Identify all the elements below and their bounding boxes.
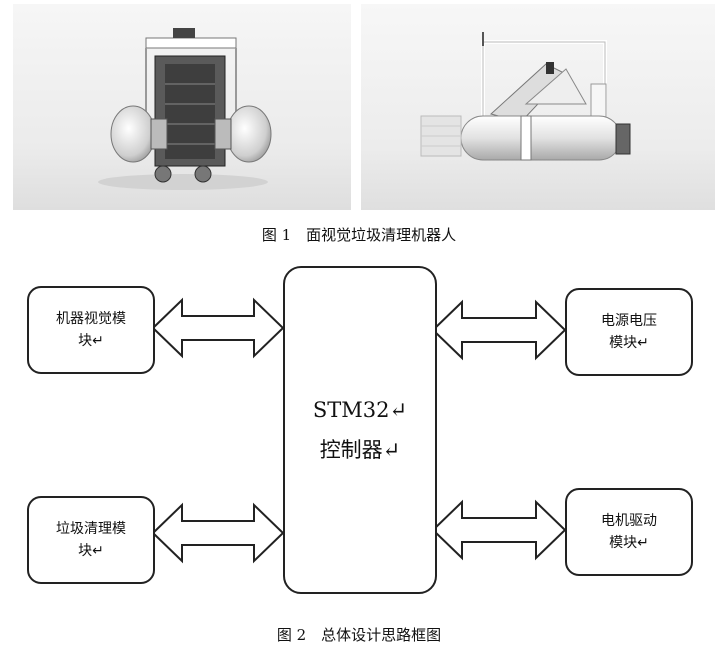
power-voltage-module-label: 电源电压 模块↵: [601, 313, 657, 351]
arrow-mcu-motor: [431, 499, 567, 561]
robot-side-view-photo: [361, 4, 715, 210]
motor-driver-module-box: 电机驱动 模块↵: [565, 488, 693, 576]
arrow-vision-mcu: [151, 297, 285, 359]
garbage-cleaning-module-label: 垃圾清理模 块↵: [56, 521, 126, 559]
machine-vision-module-box: 机器视觉模 块↵: [27, 286, 155, 374]
stm32-controller-label: STM32↵ 控制器↵: [312, 398, 408, 462]
robot-front-view-photo: [13, 4, 351, 210]
arrow-garbage-mcu: [151, 502, 285, 564]
figure-2-caption: 图 2 总体设计思路框图: [276, 626, 442, 644]
block-diagram: 机器视觉模 块↵ 垃圾清理模 块↵ STM32↵ 控制器↵ 电源电压 模块↵ 电…: [0, 250, 718, 620]
power-voltage-module-box: 电源电压 模块↵: [565, 288, 693, 376]
figure-1-caption: 图 1 面视觉垃圾清理机器人: [261, 226, 457, 244]
garbage-cleaning-module-box: 垃圾清理模 块↵: [27, 496, 155, 584]
motor-driver-module-label: 电机驱动 模块↵: [601, 513, 657, 551]
stm32-controller-box: STM32↵ 控制器↵: [283, 266, 437, 594]
arrow-mcu-power: [431, 299, 567, 361]
machine-vision-module-label: 机器视觉模 块↵: [56, 311, 126, 349]
